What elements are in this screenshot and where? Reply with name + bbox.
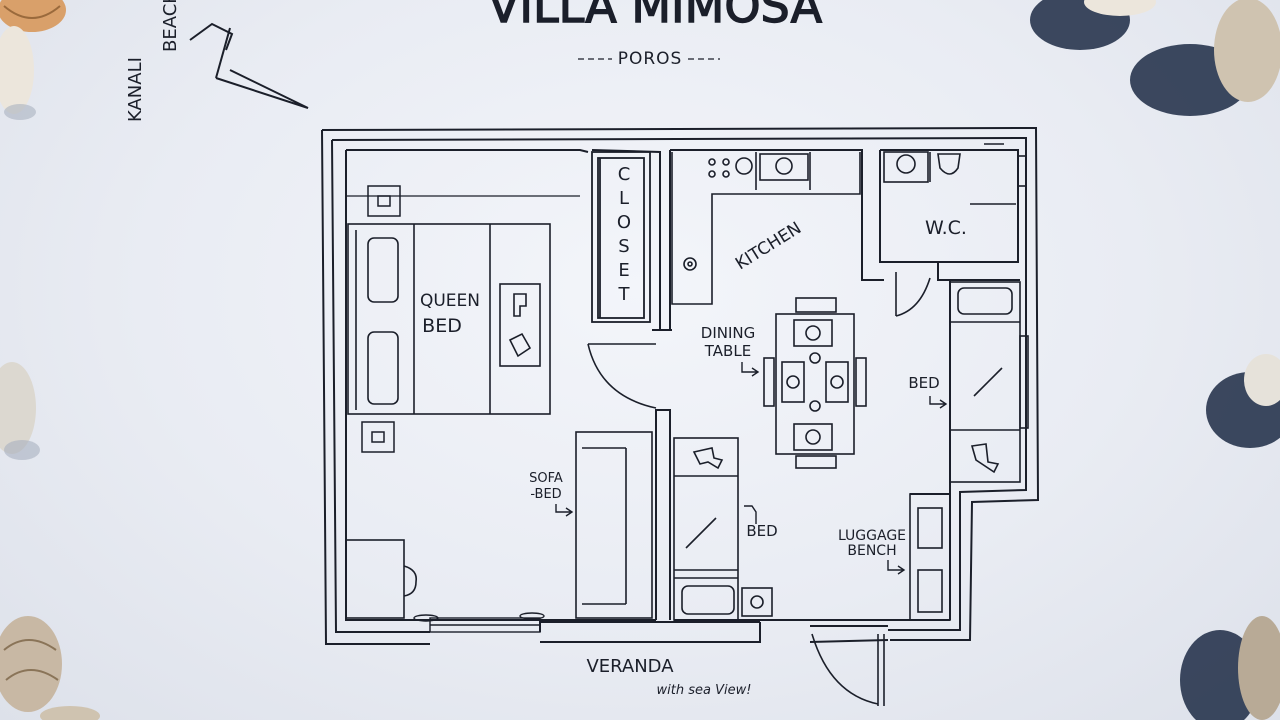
seashell-bottom-left — [40, 706, 100, 720]
seashell-left-middle — [0, 362, 40, 460]
seashell-right-bottom — [1180, 616, 1280, 720]
wc-label: W.C. — [925, 217, 967, 239]
beach-label: BEACH — [160, 0, 181, 52]
dining-table-arrow-icon — [741, 362, 760, 377]
veranda-label: VERANDA — [586, 656, 674, 677]
nightstand-bottom — [361, 421, 395, 453]
interior-walls — [345, 149, 1020, 621]
title-location: POROS — [618, 49, 683, 69]
bed-right — [949, 281, 1029, 483]
queen-bed — [347, 223, 551, 415]
closet-letter: O — [617, 212, 631, 233]
door-entrance — [811, 633, 885, 706]
bed-right-arrow-icon — [929, 396, 948, 409]
luggage-bench-arrow-icon — [887, 560, 906, 575]
closet — [591, 151, 651, 323]
sofa-bed-arrow-icon — [555, 504, 574, 517]
closet-label: C L O S E T — [617, 164, 631, 305]
sofa-bed-label: SOFA — [529, 471, 563, 486]
luggage-bench-label: LUGGAGE — [838, 528, 906, 544]
closet-letter: T — [618, 284, 631, 305]
beach-umbrella-icon — [189, 22, 309, 109]
door-bedroom — [587, 343, 657, 409]
sea-view-label: with sea View! — [657, 683, 752, 698]
dining-table-label-2: TABLE — [704, 342, 751, 360]
closet-letter: L — [619, 188, 629, 209]
door-wc — [895, 272, 931, 317]
desk — [345, 539, 418, 619]
bed-center-label: BED — [746, 522, 777, 540]
sofa-bed-label-2: -BED — [530, 487, 561, 502]
kitchen-counter — [671, 152, 861, 305]
bed-center-arrow-icon — [744, 505, 757, 524]
wc-fixtures — [883, 143, 1027, 205]
nightstand-top — [367, 185, 401, 217]
bed-center — [673, 437, 773, 621]
kanali-label: KANALI — [125, 57, 146, 122]
seashell-left-bottom — [0, 616, 62, 712]
title-main: VILLA MIMOSA — [488, 0, 823, 33]
closet-letter: S — [618, 236, 629, 257]
seashell-top-right-1 — [1030, 0, 1156, 50]
seashell-top-right-2 — [1130, 0, 1280, 116]
dining-table — [763, 297, 867, 469]
kitchen-label: KITCHEN — [732, 218, 805, 274]
luggage-bench-label-2: BENCH — [847, 543, 896, 559]
luggage-bench — [909, 493, 951, 621]
queen-bed-label-2: BED — [422, 315, 462, 337]
veranda-sliding-door — [413, 612, 545, 633]
seashell-left-upper — [0, 26, 36, 120]
dining-table-label: DINING — [701, 324, 755, 342]
queen-bed-label: QUEEN — [420, 291, 480, 311]
sofa-bed — [575, 431, 653, 619]
closet-letter: E — [618, 260, 629, 281]
outer-walls — [321, 126, 1040, 645]
bed-right-label: BED — [908, 374, 939, 392]
closet-letter: C — [618, 164, 631, 185]
seashell-top-left — [0, 0, 66, 32]
seashell-right-middle — [1206, 354, 1280, 448]
